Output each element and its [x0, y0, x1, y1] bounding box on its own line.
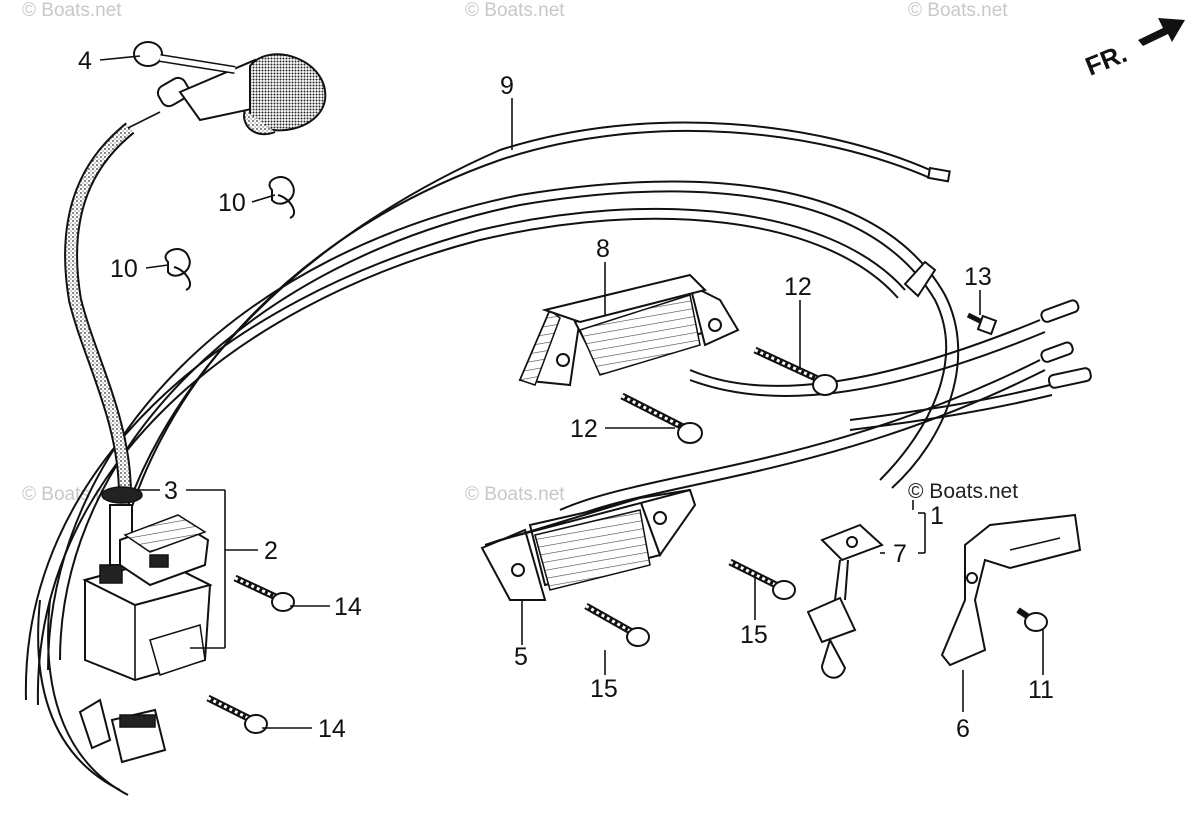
- watermark: © Boats.net: [22, 0, 122, 21]
- callout-14: 14: [334, 593, 362, 621]
- coil-bracket: [940, 513, 1082, 667]
- callout-4: 4: [78, 47, 92, 75]
- bolt-14-lower: [206, 694, 268, 734]
- front-label: FR.: [1081, 38, 1131, 82]
- watermark: © Boats.net: [908, 0, 1008, 21]
- charge-coil: [518, 273, 740, 387]
- bolt-15-left: [584, 602, 650, 647]
- bolt-13: [966, 312, 998, 336]
- watermark: © Boats.net: [465, 484, 565, 505]
- callout-12: 12: [784, 273, 812, 301]
- callout-15: 15: [590, 675, 618, 703]
- callout-1: 1: [930, 502, 944, 530]
- front-direction-indicator: FR.: [1081, 18, 1185, 82]
- leader-lines: [99, 55, 1044, 729]
- bolt-15-right: [728, 558, 796, 600]
- wire-clip-lower: [164, 248, 192, 291]
- callout-11: 11: [1028, 676, 1054, 704]
- terminal-assembly: [806, 523, 884, 679]
- exciter-coil: [480, 488, 697, 601]
- callout-5: 5: [514, 643, 528, 671]
- ignition-coil: [82, 486, 213, 682]
- bolt-14-upper: [233, 574, 295, 612]
- callout-10: 10: [110, 255, 138, 283]
- callout-3: 3: [164, 477, 178, 505]
- watermark: © Boats.net: [465, 0, 565, 21]
- callout-7: 7: [893, 540, 907, 568]
- callout-10: 10: [218, 189, 246, 217]
- callout-9: 9: [500, 72, 514, 100]
- callout-2: 2: [264, 537, 278, 565]
- callout-13: 13: [964, 263, 992, 291]
- callout-14: 14: [318, 715, 346, 743]
- front-arrow-icon: [1138, 18, 1185, 46]
- bolt-12-lower: [620, 392, 703, 444]
- bolt-11: [1016, 607, 1048, 632]
- watermark: © Boats.net: [908, 480, 1018, 503]
- callout-12: 12: [570, 415, 598, 443]
- callout-8: 8: [596, 235, 610, 263]
- bolt-12-upper: [753, 346, 838, 396]
- callout-labels: 4 9 10 10 8 12 13 12 3 2 14 14 5 15 15 1…: [78, 47, 1054, 743]
- callout-6: 6: [956, 715, 970, 743]
- wire-clip-upper: [268, 176, 296, 219]
- spark-plug-cap: [64, 41, 327, 496]
- callout-15: 15: [740, 621, 768, 649]
- stop-switch-connector: [78, 698, 167, 764]
- wire-harness: [24, 121, 1092, 796]
